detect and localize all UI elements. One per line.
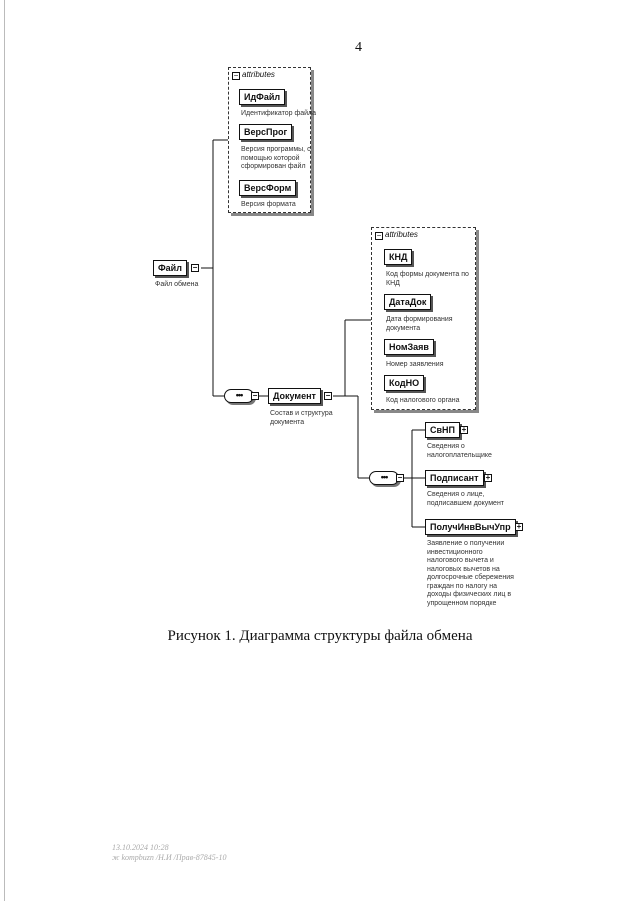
child-desc-line: налогоплательщике bbox=[427, 451, 492, 459]
child-desc-line: налогового вычета и bbox=[427, 557, 494, 564]
attr-desc-line: Версия формата bbox=[241, 201, 296, 208]
attr-node-label: КНД bbox=[389, 252, 408, 262]
attr-node-label: КодНО bbox=[389, 378, 420, 388]
child-desc-svnp: Сведения о налогоплательщике bbox=[427, 443, 492, 460]
sequence-compositor[interactable]: ••• bbox=[369, 471, 399, 485]
expand-icon[interactable]: + bbox=[484, 473, 492, 482]
expand-icon[interactable]: − bbox=[191, 263, 199, 272]
print-stamp-line: 13.10.2024 10:28 bbox=[112, 843, 169, 852]
attr-desc-line: Код налогового органа bbox=[386, 397, 460, 404]
collapse-icon[interactable]: − bbox=[232, 71, 240, 80]
sequence-symbol: ••• bbox=[235, 390, 244, 400]
child-desc-line: граждан по налогу на bbox=[427, 582, 498, 590]
attr-node-label: ВерсФорм bbox=[244, 183, 292, 193]
file-attributes-header[interactable]: −attributes bbox=[232, 70, 275, 80]
attr-desc-datadok: Дата формирования документа bbox=[386, 316, 453, 333]
attr-node-kodno[interactable]: КодНО bbox=[384, 375, 425, 391]
child-desc-line: инвестиционного bbox=[427, 548, 483, 556]
attr-node-label: ВерсПрог bbox=[244, 127, 288, 137]
child-desc-poluchinvvychupr: Заявление о получении инвестиционного на… bbox=[427, 540, 514, 608]
attr-desc-versprog: Версия программы, с помощью которой сфор… bbox=[241, 146, 311, 172]
attr-desc-line: помощью которой bbox=[241, 154, 300, 162]
attr-node-datadok[interactable]: ДатаДок bbox=[384, 294, 432, 310]
child-node-podpisant[interactable]: Подписант bbox=[425, 470, 484, 486]
attr-desc-line: сформирован файл bbox=[241, 163, 306, 170]
document-node-label: Документ bbox=[273, 391, 316, 401]
document-attributes-header[interactable]: −attributes bbox=[375, 230, 418, 240]
sequence-compositor[interactable]: ••• bbox=[224, 389, 254, 403]
child-desc-podpisant: Сведения о лице, подписавшем документ bbox=[427, 491, 504, 508]
root-node[interactable]: Файл bbox=[153, 260, 187, 276]
document-desc-line: документа bbox=[270, 418, 305, 426]
expand-icon[interactable]: + bbox=[515, 522, 523, 531]
expand-icon[interactable]: − bbox=[396, 473, 404, 482]
attr-desc-line: Дата формирования bbox=[386, 316, 453, 323]
document-desc-line: Состав и структура bbox=[270, 410, 333, 417]
attr-desc-versform: Версия формата bbox=[241, 201, 296, 210]
child-desc-line: Заявление о получении bbox=[427, 540, 505, 547]
expand-icon[interactable]: + bbox=[460, 425, 468, 434]
attr-node-label: ДатаДок bbox=[389, 297, 427, 307]
sequence-symbol: ••• bbox=[380, 472, 389, 482]
child-node-label: СвНП bbox=[430, 425, 456, 435]
document-desc: Состав и структура документа bbox=[270, 410, 333, 427]
attr-desc-line: КНД bbox=[386, 279, 400, 287]
child-desc-line: Сведения о bbox=[427, 443, 465, 450]
figure-caption: Рисунок 1. Диаграмма структуры файла обм… bbox=[167, 628, 473, 644]
print-stamp-line: ж kompbuzn /Н.И /Прав-87845-10 bbox=[112, 853, 227, 862]
page-number: 4 bbox=[355, 40, 362, 55]
attr-desc-line: Номер заявления bbox=[386, 361, 444, 368]
child-node-poluchinvvychupr[interactable]: ПолучИнвВычУпр bbox=[425, 519, 516, 535]
attr-node-versform[interactable]: ВерсФорм bbox=[239, 180, 297, 196]
child-node-svnp[interactable]: СвНП bbox=[425, 422, 461, 438]
expand-icon[interactable]: − bbox=[324, 391, 332, 400]
attr-desc-knd: Код формы документа по КНД bbox=[386, 271, 469, 288]
child-desc-line: подписавшем документ bbox=[427, 499, 505, 507]
attr-node-label: ИдФайл bbox=[244, 92, 281, 102]
document-node[interactable]: Документ bbox=[268, 388, 321, 404]
root-node-label: Файл bbox=[158, 263, 182, 273]
attr-desc-line: Версия программы, с bbox=[241, 146, 311, 153]
root-desc-line: Файл обмена bbox=[155, 281, 199, 288]
attr-node-idfajl[interactable]: ИдФайл bbox=[239, 89, 286, 105]
collapse-icon[interactable]: − bbox=[375, 231, 383, 240]
attr-desc-line: документа bbox=[386, 324, 421, 332]
child-desc-line: долгосрочные сбережения bbox=[427, 574, 514, 581]
document-attributes-label: attributes bbox=[385, 230, 418, 239]
file-attributes-label: attributes bbox=[242, 70, 275, 79]
attr-node-versprog[interactable]: ВерсПрог bbox=[239, 124, 293, 140]
expand-icon[interactable]: − bbox=[251, 391, 259, 400]
root-desc: Файл обмена bbox=[155, 281, 198, 290]
attr-node-nomzayav[interactable]: НомЗаяв bbox=[384, 339, 434, 355]
child-node-label: Подписант bbox=[430, 473, 479, 483]
child-desc-line: упрощенном порядке bbox=[427, 599, 497, 607]
attr-desc-line: Код формы документа по bbox=[386, 271, 469, 278]
attr-desc-line: Идентификатор файла bbox=[241, 110, 317, 117]
child-desc-line: Сведения о лице, bbox=[427, 491, 485, 498]
child-node-label: ПолучИнвВычУпр bbox=[430, 522, 511, 532]
child-desc-line: налоговых вычетов на bbox=[427, 565, 500, 573]
attr-desc-nomzayav: Номер заявления bbox=[386, 361, 444, 370]
attr-node-knd[interactable]: КНД bbox=[384, 249, 413, 265]
attr-node-label: НомЗаяв bbox=[389, 342, 429, 352]
child-desc-line: доходы физических лиц в bbox=[427, 591, 512, 598]
attr-desc-idfajl: Идентификатор файла bbox=[241, 110, 316, 119]
page-edge bbox=[4, 0, 5, 901]
attr-desc-kodno: Код налогового органа bbox=[386, 397, 460, 406]
